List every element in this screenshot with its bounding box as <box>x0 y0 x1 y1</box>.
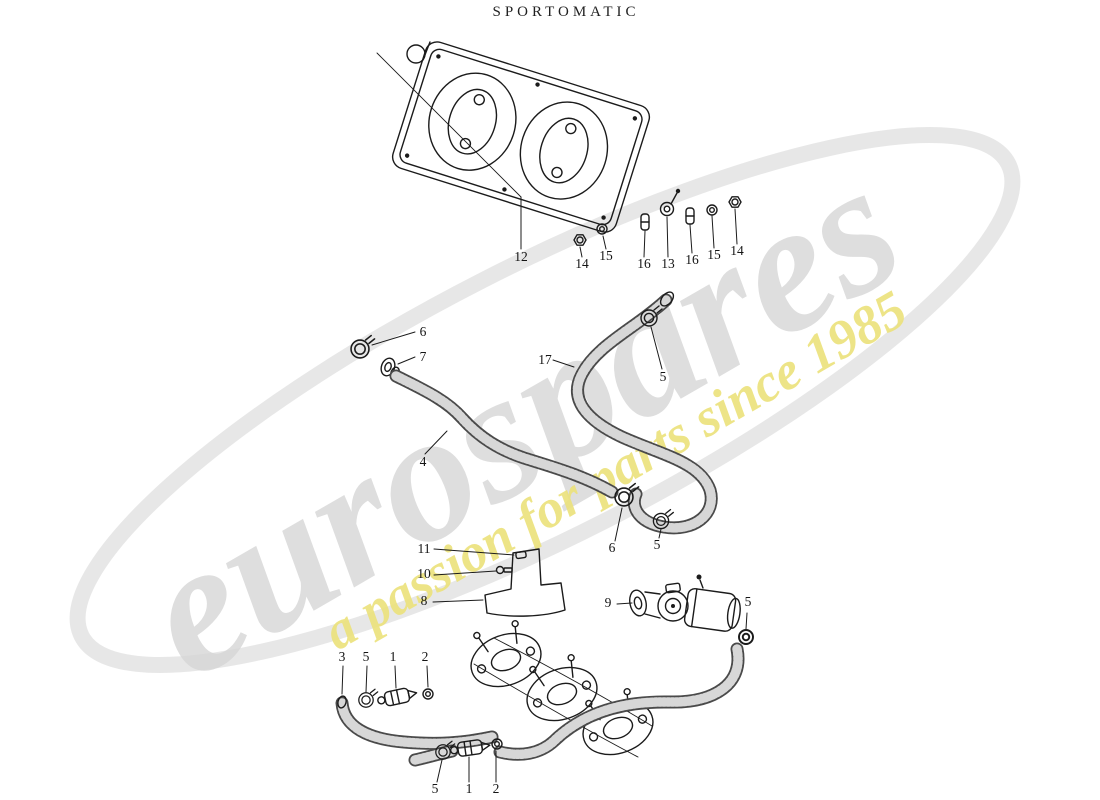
callout-5-b: 5 <box>654 537 661 552</box>
leader-lines <box>341 196 748 783</box>
page-title: SPORTOMATIC <box>492 4 640 20</box>
callout-4: 4 <box>420 454 427 469</box>
watermark-swoosh <box>69 127 1021 673</box>
part-5-clamp <box>358 688 379 708</box>
part-10-screw <box>495 565 513 575</box>
callout-16-b: 16 <box>685 252 699 267</box>
callout-1-a: 1 <box>390 649 397 664</box>
callout-7: 7 <box>420 349 427 364</box>
callout-13: 13 <box>661 256 675 271</box>
part-13-vent-fitting <box>659 188 681 217</box>
part-17-hose <box>571 291 718 535</box>
callout-15-a: 15 <box>599 248 613 263</box>
callout-5-d: 5 <box>363 649 370 664</box>
callout-14-b: 14 <box>730 243 744 258</box>
part-callouts: 12 14 15 16 13 16 15 14 6 7 17 5 4 6 5 1… <box>339 243 752 796</box>
part-2-seal <box>422 688 434 700</box>
return-hose <box>408 642 745 767</box>
callout-5-c: 5 <box>745 594 752 609</box>
callout-15-b: 15 <box>707 247 721 262</box>
manifold-flanges <box>459 613 662 765</box>
part-8-bracket <box>484 548 566 617</box>
part-12-cover-plate <box>376 41 651 233</box>
part-1-valve <box>375 685 419 709</box>
part-5-seal-ring <box>738 629 754 645</box>
part-4-hose <box>389 369 619 499</box>
callout-10: 10 <box>417 566 431 581</box>
part-11-clip <box>515 550 527 560</box>
callout-16-a: 16 <box>637 256 651 271</box>
callout-14-a: 14 <box>575 256 589 271</box>
part-9-valve <box>629 574 741 632</box>
callout-5-a: 5 <box>660 369 667 384</box>
callout-6-b: 6 <box>609 540 616 555</box>
callout-17: 17 <box>538 352 552 367</box>
part-3-hose <box>335 695 499 750</box>
diagram-line-art <box>335 41 754 783</box>
plate-hook <box>406 44 426 64</box>
callout-11: 11 <box>418 541 431 556</box>
callout-9: 9 <box>605 595 612 610</box>
callout-2-b: 2 <box>493 781 500 796</box>
callout-8: 8 <box>421 593 428 608</box>
callout-3: 3 <box>339 649 346 664</box>
callout-2-a: 2 <box>422 649 429 664</box>
callout-5-e: 5 <box>432 781 439 796</box>
callout-6-a: 6 <box>420 324 427 339</box>
callout-1-b: 1 <box>466 781 473 796</box>
callout-12: 12 <box>514 249 528 264</box>
watermark-brand: eurospares <box>108 124 932 718</box>
